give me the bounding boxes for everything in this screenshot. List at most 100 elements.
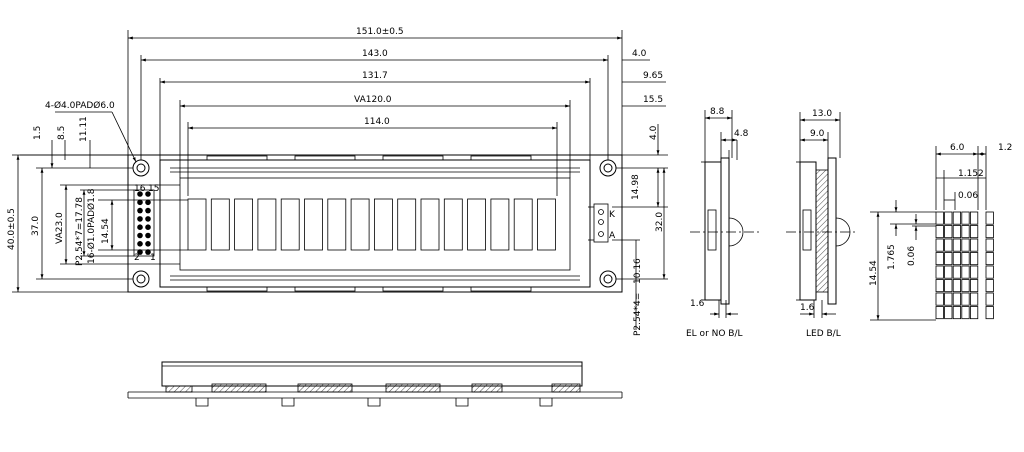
char-dim-0-06-top: 0.06 xyxy=(958,191,978,201)
dot-cell xyxy=(970,265,979,279)
char-dim-6-0: 6.0 xyxy=(950,143,965,153)
dim-right-14-98: 14.98 xyxy=(631,174,641,200)
char-dim-1-152: 1.152 xyxy=(958,169,984,179)
cursor-dot-cell xyxy=(985,279,994,293)
cursor-dot-cell xyxy=(985,265,994,279)
view-area-frame xyxy=(179,177,571,271)
bezel-clips xyxy=(206,155,532,292)
side-view-led xyxy=(786,112,856,318)
side-view-el xyxy=(690,110,760,318)
dot-cell xyxy=(961,238,970,252)
char-cell xyxy=(513,198,533,251)
pcb-outline xyxy=(127,154,623,293)
dim-1-5: 1.5 xyxy=(33,126,43,140)
dim-right-pitch: P2.54*4= xyxy=(633,293,643,336)
el-dim-8-8: 8.8 xyxy=(710,107,725,117)
dot-cell xyxy=(944,238,953,252)
pin-pad xyxy=(137,232,143,239)
led-dim-13-0: 13.0 xyxy=(812,109,832,119)
char-cell xyxy=(537,198,556,251)
char-cell xyxy=(373,198,393,251)
dim-right-10-16: 10.16 xyxy=(633,258,643,284)
char-cell xyxy=(443,198,463,251)
dot-cell xyxy=(970,306,979,320)
dot-cell xyxy=(952,265,962,279)
dim-pin-pads: 16-Ø1.0PADØ1.8 xyxy=(86,188,97,264)
el-caption: EL or NO B/L xyxy=(686,329,743,339)
dim-view-area: VA120.0 xyxy=(354,95,392,105)
dot-cell xyxy=(952,306,962,320)
dim-offset-9-65: 9.65 xyxy=(643,71,663,81)
cursor-dot-cell xyxy=(985,292,994,306)
dot-cell xyxy=(970,211,979,225)
led-caption: LED B/L xyxy=(806,329,841,339)
char-cell xyxy=(490,198,510,251)
dot-cell xyxy=(944,292,953,306)
dot-cell xyxy=(961,211,970,225)
char-cell xyxy=(350,198,370,251)
pin-pad xyxy=(137,199,143,206)
char-detail xyxy=(870,146,994,321)
dim-offset-15-5: 15.5 xyxy=(643,95,663,105)
dim-right-4-0: 4.0 xyxy=(649,125,659,140)
dot-cell xyxy=(952,225,962,239)
dot-cell xyxy=(952,238,962,252)
pin-pad xyxy=(145,199,151,206)
char-dim-1-765: 1.765 xyxy=(887,244,897,270)
top-dimensions xyxy=(127,30,666,196)
dot-cell xyxy=(952,211,962,225)
dot-cell xyxy=(952,279,962,293)
led-k-label: K xyxy=(609,210,616,220)
dot-cell xyxy=(961,292,970,306)
pin-label-2: 2 xyxy=(134,253,140,263)
pin-pad xyxy=(137,216,143,222)
char-cell xyxy=(304,198,323,251)
pin-header-outline xyxy=(133,189,155,257)
char-dim-0-06-left: 0.06 xyxy=(907,246,917,266)
char-cell xyxy=(327,198,347,251)
left-dimensions xyxy=(12,154,188,293)
dim-overall-height: 40.0±0.5 xyxy=(7,208,17,250)
pin-pad xyxy=(137,241,143,247)
bottom-section-view xyxy=(127,361,623,407)
left-small-dims xyxy=(20,140,128,168)
pin-header xyxy=(133,189,155,257)
mount-hole-callout: 4-Ø4.0PADØ6.0 xyxy=(45,100,115,111)
char-cell xyxy=(397,198,417,251)
bezel-outline xyxy=(159,159,591,288)
dot-cell xyxy=(944,252,953,266)
dot-cell xyxy=(935,292,944,306)
char-dim-1-2: 1.2 xyxy=(998,143,1012,153)
dot-cell xyxy=(961,252,970,266)
pin-label-16: 16 xyxy=(134,184,146,194)
char-cell xyxy=(280,198,300,251)
dot-cell xyxy=(970,292,979,306)
cursor-dot-cell xyxy=(985,211,994,225)
led-dim-9-0: 9.0 xyxy=(810,129,825,139)
dot-cell xyxy=(944,306,953,320)
dot-cell xyxy=(970,252,979,266)
dot-cell xyxy=(944,265,953,279)
character-cells xyxy=(187,198,556,251)
dot-matrix-grid xyxy=(935,211,994,320)
char-cell xyxy=(210,198,230,251)
dim-right-32-0: 32.0 xyxy=(655,212,665,232)
dot-cell xyxy=(961,225,970,239)
dot-cell xyxy=(952,292,962,306)
dot-cell xyxy=(970,279,979,293)
el-dim-4-8: 4.8 xyxy=(734,129,749,139)
pin-pad xyxy=(137,207,143,214)
dim-view-area-height: VA23.0 xyxy=(55,212,65,244)
led-a-label: A xyxy=(609,231,616,241)
right-dimensions xyxy=(612,124,668,330)
dot-cell xyxy=(935,225,944,239)
dot-cell xyxy=(935,238,944,252)
dim-8-5: 8.5 xyxy=(57,126,67,140)
dim-active-area: 114.0 xyxy=(364,117,390,127)
pin-pad xyxy=(137,224,143,230)
char-cell xyxy=(467,198,487,251)
pin-label-1: 1 xyxy=(150,253,156,263)
char-cell xyxy=(187,198,207,251)
cursor-dot-cell xyxy=(985,225,994,239)
